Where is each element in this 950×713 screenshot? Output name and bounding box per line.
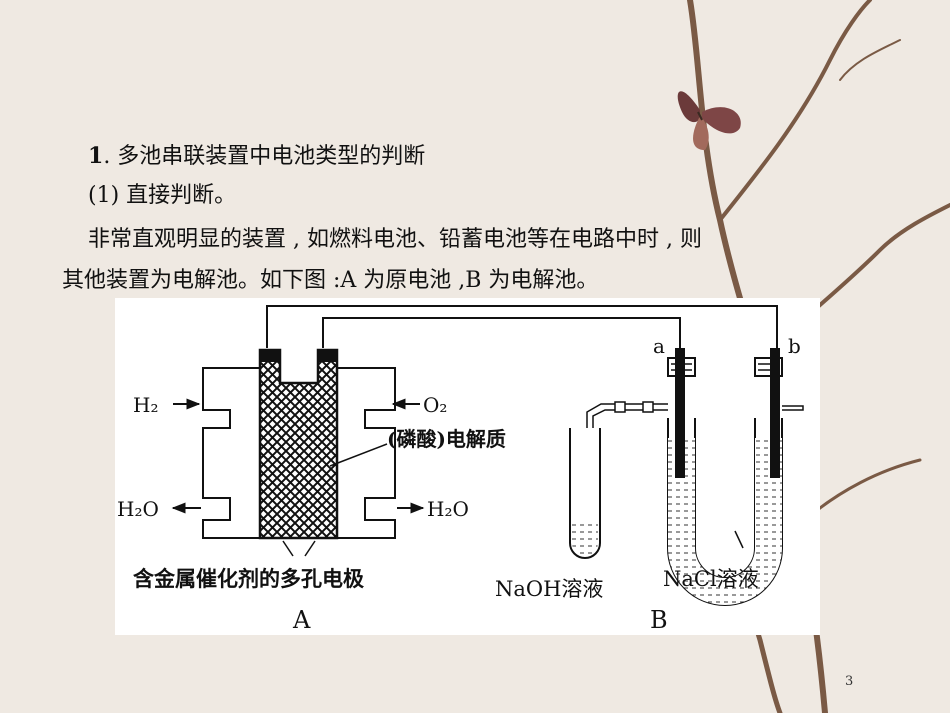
electrode-b-label: b	[788, 334, 801, 358]
anode-chamber	[202, 367, 261, 539]
section-heading: 1. 多池串联装置中电池类型的判断	[88, 141, 425, 172]
nacl-solution	[668, 438, 782, 605]
cathode-chamber	[336, 367, 396, 539]
h2o-right-label: H₂O	[427, 497, 469, 521]
electrode-a-label: a	[653, 334, 665, 358]
fuel-cell-a	[171, 348, 425, 557]
paragraph-direct-judgment: (1) 直接判断。	[88, 183, 237, 208]
naoh-label: NaOH溶液	[495, 577, 603, 601]
outlet-tube	[782, 405, 804, 411]
electrode-terminal-left	[260, 350, 280, 362]
external-wire	[266, 305, 778, 348]
naoh-solution	[572, 520, 598, 556]
paragraph-explanation-line1: 非常直观明显的装置 , 如燃料电池、铅蓄电池等在电路中时 , 则	[88, 227, 702, 252]
h2o-left-label: H₂O	[117, 497, 159, 521]
cell-a-label: A	[292, 606, 311, 634]
butterfly-decoration	[677, 91, 741, 150]
electrolyte-pointer	[329, 443, 388, 467]
heading-text: . 多池串联装置中电池类型的判断	[103, 144, 426, 169]
h2-label: H₂	[133, 393, 158, 417]
o2-label: O₂	[423, 393, 447, 417]
electrode-pointer-left	[282, 540, 294, 557]
heading-number: 1	[88, 143, 104, 169]
electrolytic-cell-b	[569, 348, 804, 606]
electrolyte-label: (磷酸)电解质	[387, 427, 506, 451]
cell-b-label: B	[650, 606, 668, 634]
electrode-pointer-right	[304, 540, 316, 557]
electrode-terminal-right	[318, 350, 338, 362]
electrode-a-rod	[675, 348, 685, 478]
electrode-b-rod	[770, 348, 780, 478]
porous-electrode	[258, 348, 339, 540]
nacl-pointer	[734, 530, 744, 549]
cell-diagram: H₂ O₂ H₂O H₂O (磷酸)电解质 含金属催化剂的多孔电极 A a b …	[115, 298, 820, 635]
paragraph-explanation-line2: 其他装置为电解池。如下图 :A 为原电池 ,B 为电解池。	[62, 268, 599, 293]
page-number: 3	[845, 674, 854, 689]
nacl-label: NaCl溶液	[663, 567, 759, 591]
electrode-label: 含金属催化剂的多孔电极	[133, 566, 365, 591]
